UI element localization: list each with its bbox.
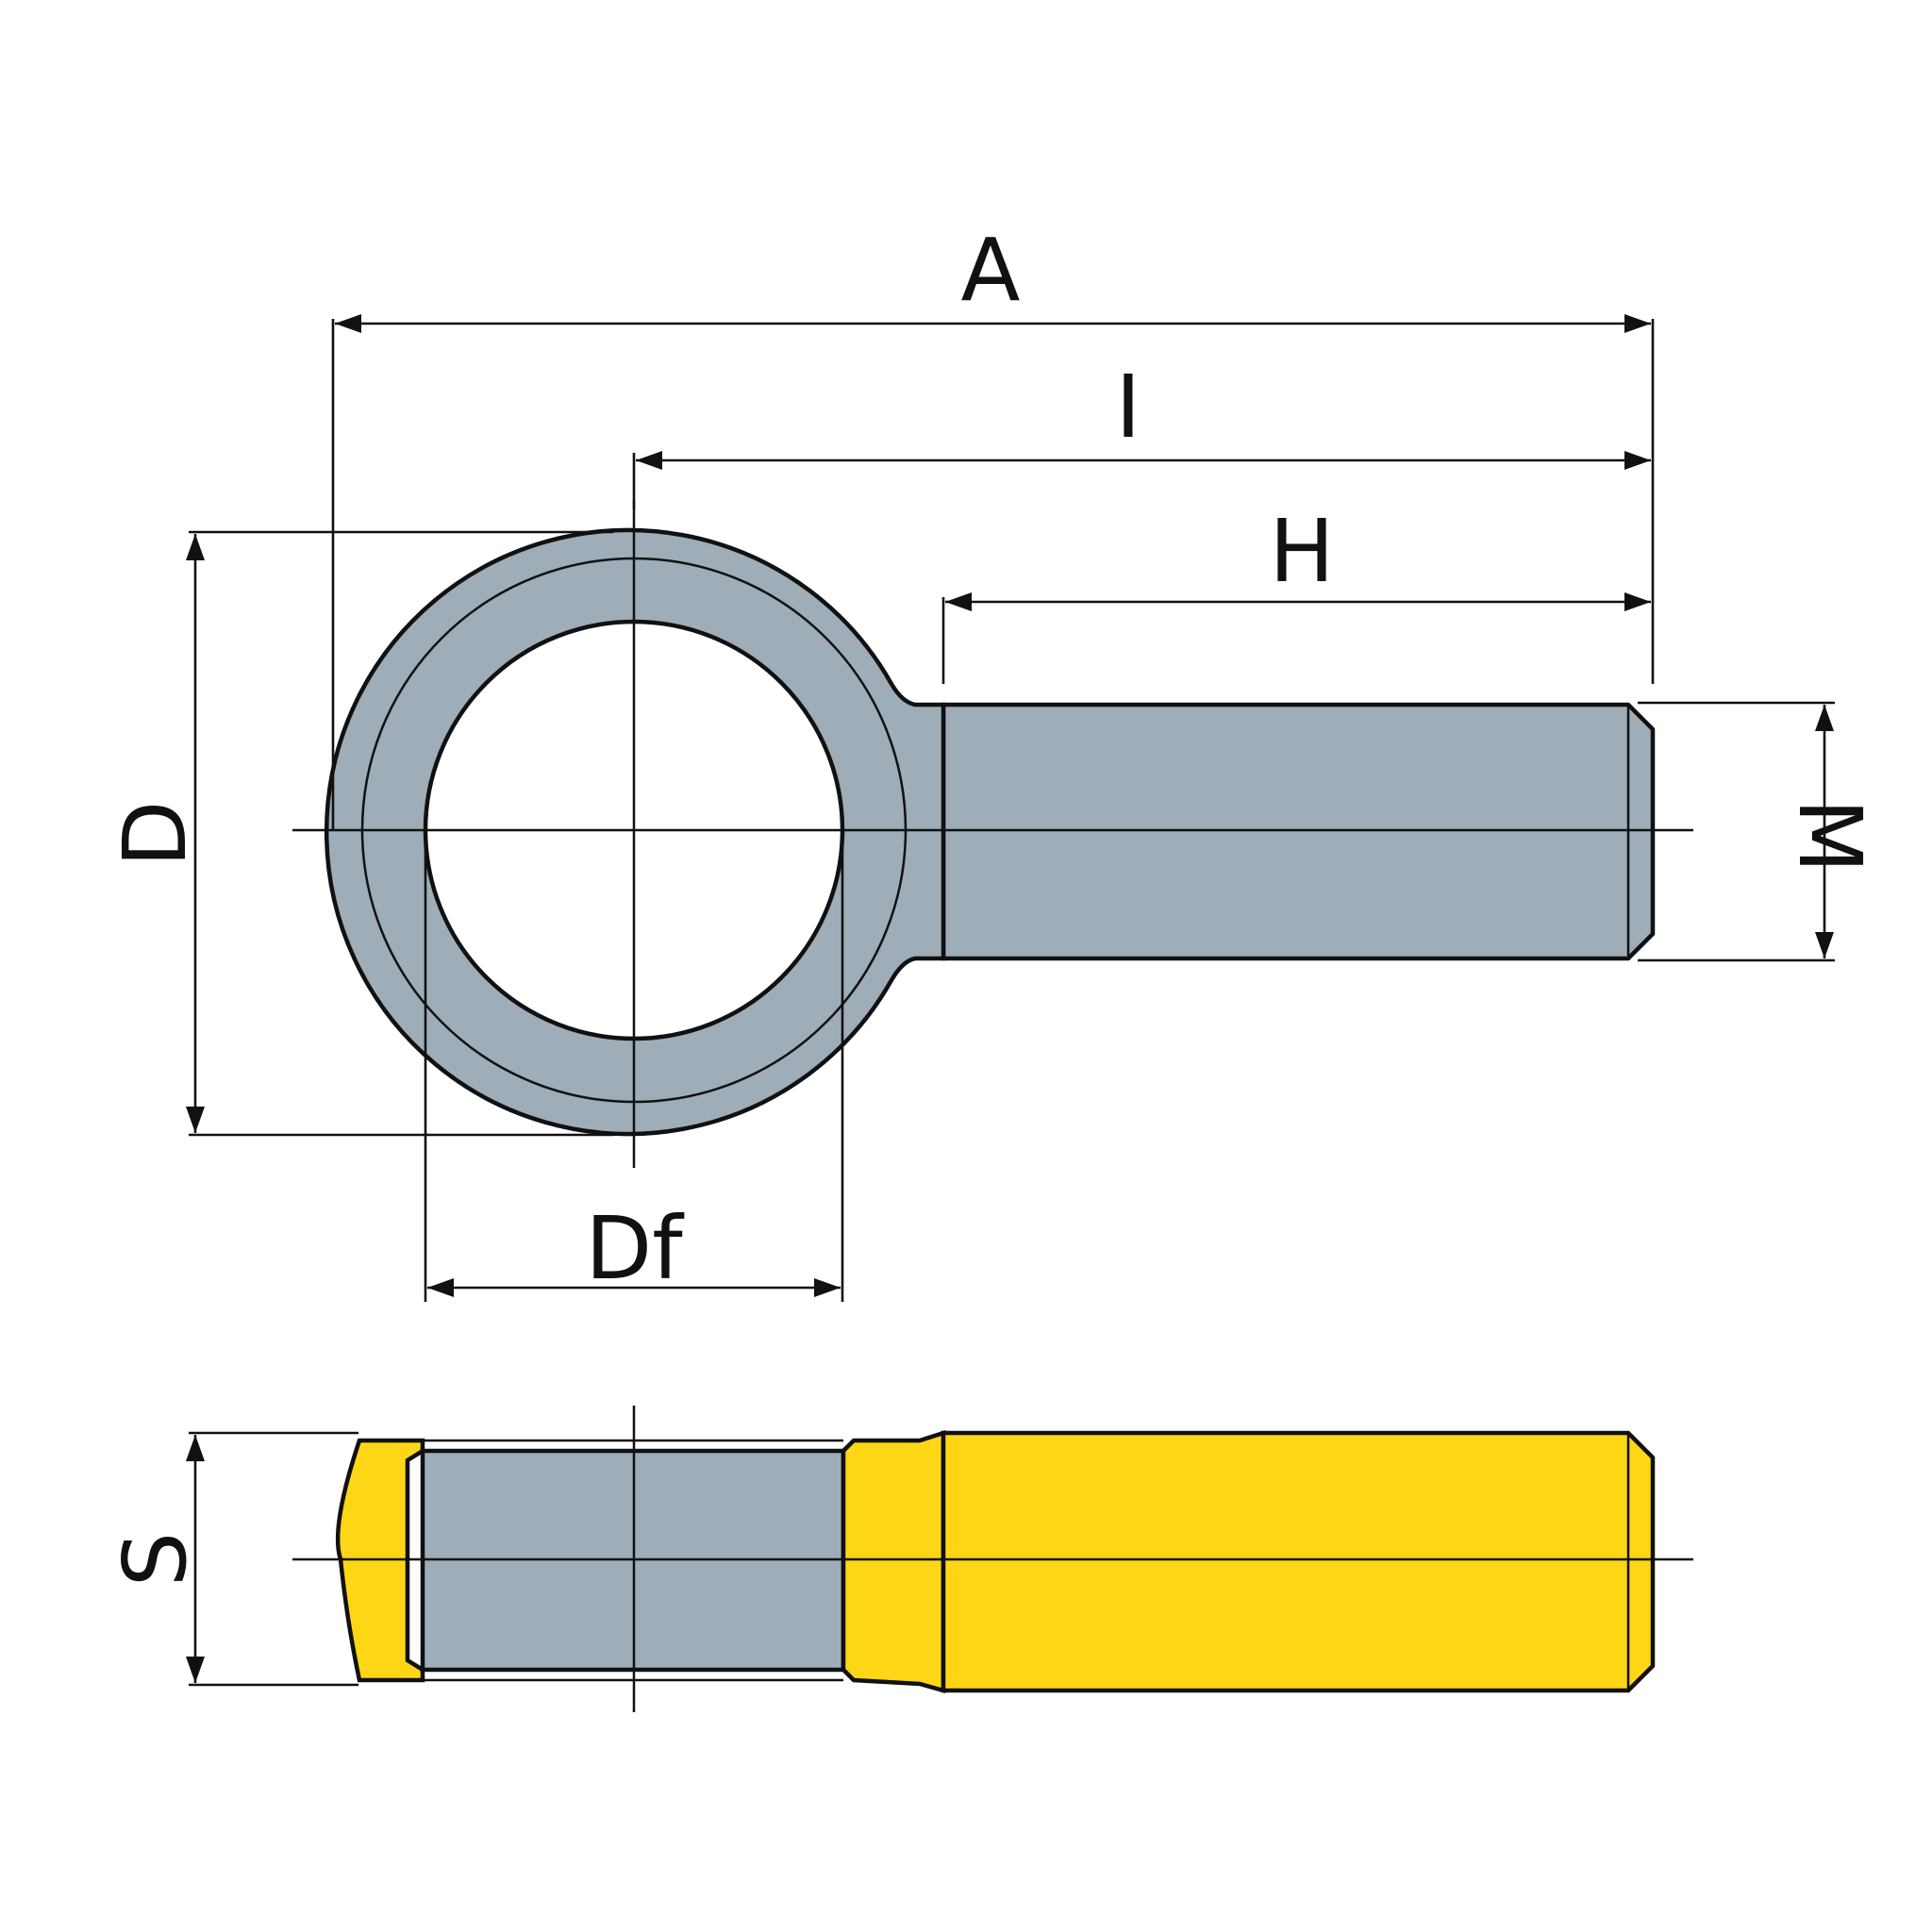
- arrow-S-bottom: [186, 1657, 205, 1683]
- bolt-shank: [941, 702, 1656, 961]
- arrow-D-top: [186, 534, 205, 560]
- label-S: S: [105, 1532, 206, 1587]
- arrowheads: [186, 314, 1834, 1683]
- arrow-D-bottom: [186, 1107, 205, 1133]
- label-D: D: [105, 801, 206, 868]
- arrow-H-left: [945, 592, 972, 611]
- arrow-A-left: [335, 314, 361, 333]
- arrow-Df-left: [427, 1278, 454, 1297]
- arrow-I-right: [1624, 451, 1651, 470]
- side-shank: [941, 1430, 1656, 1693]
- arrow-M-bottom: [1815, 932, 1834, 958]
- label-Df: Df: [585, 1198, 685, 1299]
- label-M: M: [1779, 798, 1880, 873]
- top-view: [292, 500, 1693, 1168]
- arrow-Df-right: [814, 1278, 841, 1297]
- dimensions: A I H Df D M S: [105, 220, 1880, 1687]
- arrow-H-right: [1624, 592, 1651, 611]
- label-I: I: [1115, 357, 1141, 458]
- eye-ring: [324, 527, 946, 1137]
- arrow-A-right: [1624, 314, 1651, 333]
- label-H: H: [1269, 501, 1334, 602]
- arrow-M-top: [1815, 705, 1834, 731]
- side-view: [292, 1406, 1693, 1712]
- arrow-S-top: [186, 1435, 205, 1461]
- label-A: A: [961, 220, 1021, 321]
- side-neck: [841, 1429, 946, 1693]
- arrow-I-left: [636, 451, 662, 470]
